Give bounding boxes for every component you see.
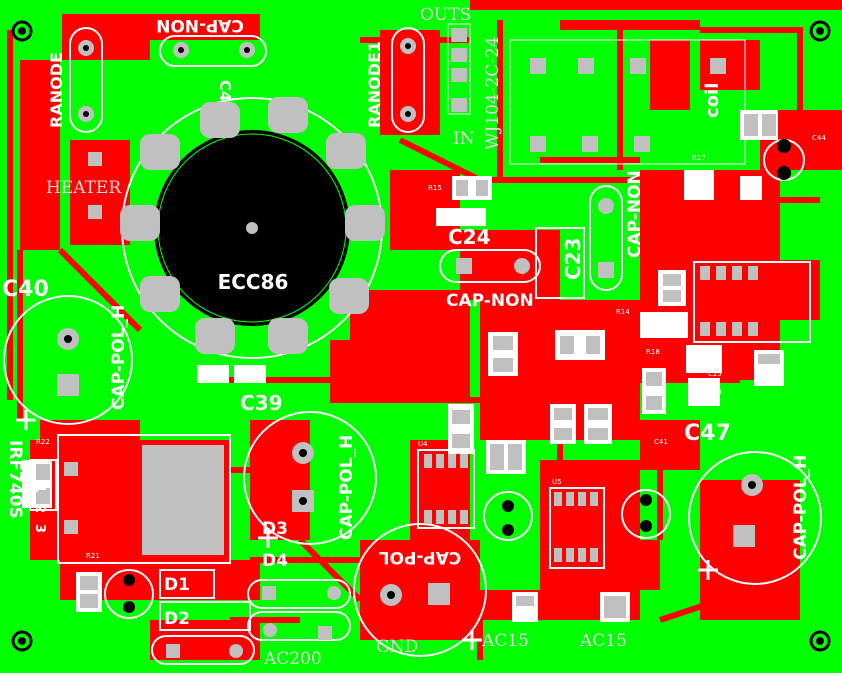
label-pin1: 1: [32, 484, 47, 493]
label-coil: coil: [702, 83, 723, 118]
label-d4: D4: [262, 551, 288, 571]
silkscreen-labels: CAP-NON OUTS RANODE RANODE1 HEATER C40 C…: [2, 5, 826, 669]
heater-pads: [88, 152, 102, 219]
label-outs: OUTS: [420, 5, 471, 25]
label-d1: D1: [164, 575, 190, 595]
label-cap-pol-h-mid: CAP-POL_H: [337, 435, 357, 540]
label-c41: C41: [654, 438, 668, 446]
tube-socket: [120, 97, 385, 359]
ranode-pads: [78, 38, 416, 122]
label-c40: C40: [2, 277, 49, 302]
label-c26: C26: [708, 388, 722, 396]
label-c25: C25: [708, 370, 722, 378]
polarity-plus: [16, 410, 718, 650]
label-ac15a: AC15: [481, 631, 529, 651]
label-cap-pol-bottom: CAP-POL: [379, 547, 462, 567]
label-r22: R22: [36, 438, 50, 446]
outs-header: [447, 23, 471, 115]
ranode-resistors: [69, 27, 425, 133]
electrolytic-caps: [3, 295, 822, 657]
label-cap-non-top: CAP-NON: [156, 15, 244, 35]
small-round-pads: [123, 139, 791, 613]
mosfet-irf740s: [29, 434, 231, 564]
label-pin3: 3: [32, 524, 47, 533]
label-ac200: AC200: [263, 649, 322, 669]
cap-pads: [57, 328, 763, 606]
small-round-parts: [104, 139, 805, 619]
label-gnd: GND: [376, 637, 418, 657]
label-u5: U5: [552, 478, 562, 486]
label-c39: C39: [240, 391, 283, 415]
mounting-holes: [11, 20, 831, 652]
label-c24: C24: [448, 225, 491, 249]
ic-packages: [417, 227, 811, 569]
label-tube: ECC86: [218, 270, 289, 294]
label-r21: R21: [86, 552, 100, 560]
label-c23: C23: [561, 237, 585, 280]
smd-components: [22, 110, 784, 622]
label-irf: IRF740S: [5, 440, 25, 519]
label-u4: U4: [418, 440, 428, 448]
label-r17: R17: [692, 154, 706, 162]
axial-parts: [151, 185, 623, 665]
label-ac15b: AC15: [579, 631, 627, 651]
label-in: IN: [453, 129, 475, 149]
label-r18: R18: [646, 348, 660, 356]
label-c4: C4: [216, 80, 234, 101]
label-pin2: 2: [32, 504, 47, 513]
label-cap-non-mid: CAP-NON: [446, 291, 534, 311]
axial-pads: [166, 198, 614, 658]
label-cap-non-right: CAP-NON: [625, 170, 645, 258]
label-ranode1: RANODE1: [365, 41, 384, 128]
label-relay: WJ104-2C-24: [483, 36, 503, 150]
label-r15: R15: [428, 184, 442, 192]
label-ranode: RANODE: [47, 52, 66, 128]
label-cap-pol-h-right: CAP-POL_H: [791, 455, 811, 560]
label-c44: C44: [812, 134, 826, 142]
label-d2: D2: [164, 609, 190, 629]
relay-outline: [509, 39, 746, 165]
label-d3: D3: [262, 519, 288, 539]
label-cap-pol-h-left: CAP-POL_H: [109, 305, 129, 410]
label-heater: HEATER: [46, 178, 122, 198]
label-c47: C47: [684, 421, 731, 446]
label-r14: R14: [616, 308, 630, 316]
